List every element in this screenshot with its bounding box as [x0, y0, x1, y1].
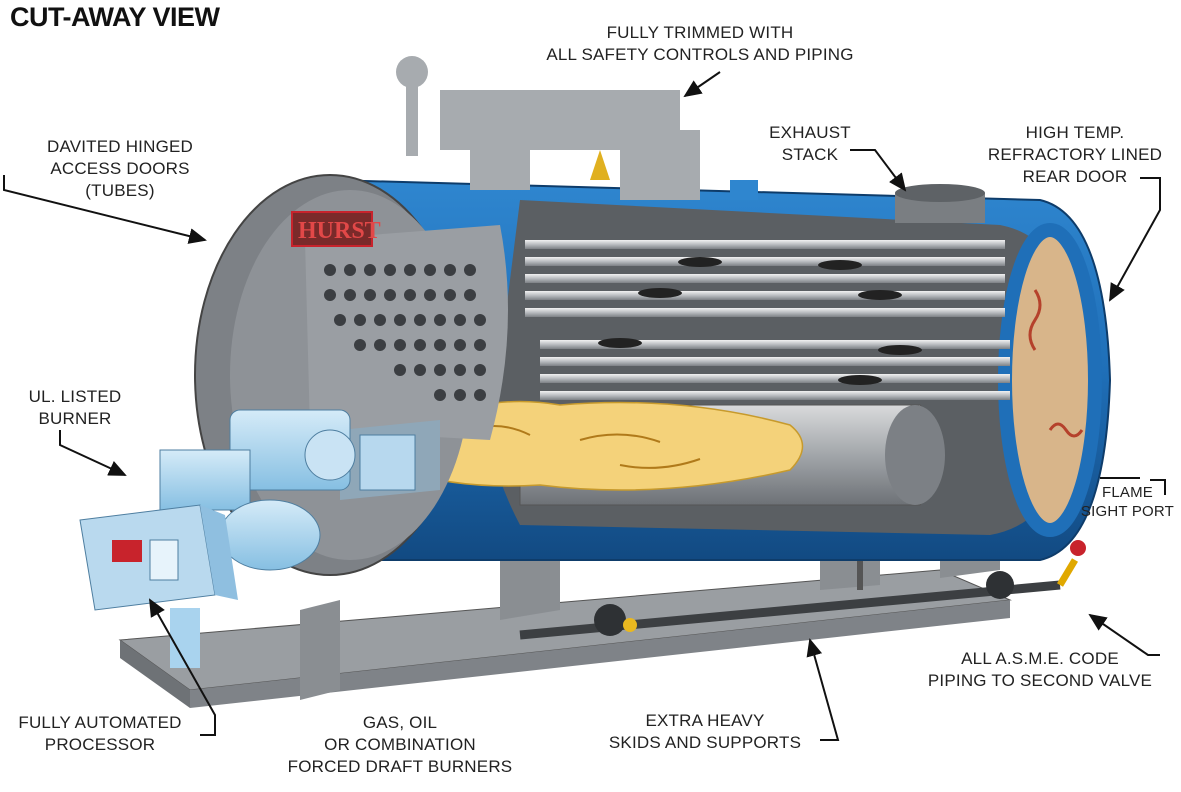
label-access-doors: DAVITED HINGED ACCESS DOORS (TUBES)	[46, 137, 194, 200]
exhaust-stack	[895, 184, 985, 223]
brand-nameplate: HURST	[298, 218, 381, 244]
label-processor: FULLY AUTOMATED PROCESSOR	[18, 713, 182, 754]
label-burners: GAS, OIL OR COMBINATION FORCED DRAFT BUR…	[287, 713, 513, 776]
page-title: CUT-AWAY VIEW	[10, 2, 220, 32]
label-safety-controls: FULLY TRIMMED WITH ALL SAFETY CONTROLS A…	[546, 23, 854, 64]
label-exhaust-stack: EXHAUST STACK	[769, 123, 851, 164]
label-skids: EXTRA HEAVY SKIDS AND SUPPORTS	[608, 711, 802, 752]
burner-assembly	[159, 409, 440, 571]
label-flame-sight-port: FLAME SIGHT PORT	[1080, 484, 1175, 520]
label-asme-piping: ALL A.S.M.E. CODE PIPING TO SECOND VALVE	[927, 649, 1153, 690]
safety-controls	[396, 56, 758, 200]
flame	[399, 400, 804, 491]
label-burner: UL. LISTED BURNER	[28, 387, 122, 428]
control-processor	[79, 504, 238, 668]
label-rear-door: HIGH TEMP. REFRACTORY LINED REAR DOOR	[987, 123, 1163, 186]
asme-piping	[519, 540, 1086, 640]
leader-lines	[3, 71, 1166, 741]
fire-tubes	[525, 240, 1010, 400]
